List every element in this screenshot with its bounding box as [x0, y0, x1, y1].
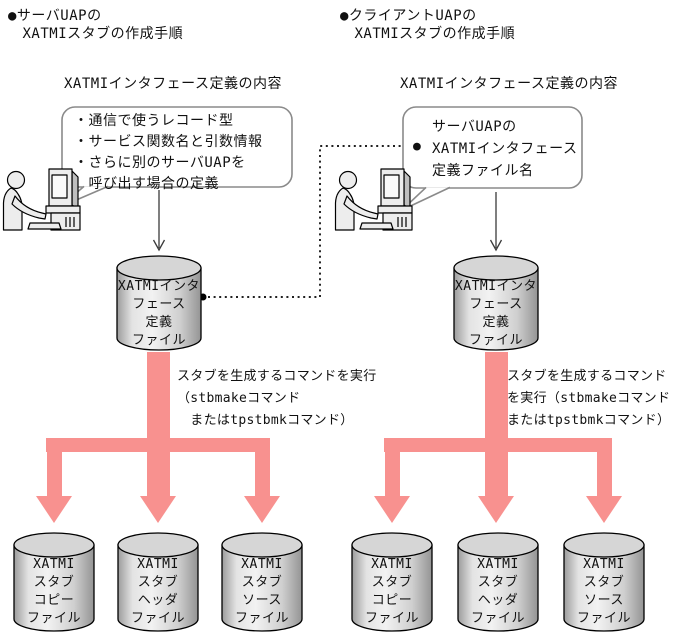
db-stub-header-left	[117, 532, 199, 632]
section-label-right: XATMIインタフェース定義の内容	[400, 76, 618, 92]
procedure-title-client: ●クライアントUAPの XATMIスタブの作成手順	[340, 8, 516, 42]
db-stub-copy-right	[351, 532, 433, 632]
command-label-right: スタブを生成するコマンド を実行（stbmakeコマンド またはtpstbmkコ…	[507, 369, 671, 428]
db-stub-source-left	[221, 532, 303, 632]
definition-note-right: サーバUAPの XATMIインタフェース 定義ファイル名	[432, 119, 578, 179]
definition-note-left: ・通信で使うレコード型 ・サービス関数名と引数情報 ・さらに別のサーバUAPを …	[74, 113, 263, 192]
db-label-stub-source-left: XATMI スタブ ソース ファイル	[234, 557, 289, 626]
db-label-stub-source-right: XATMI スタブ ソース ファイル	[576, 557, 631, 626]
stub-generation-arrows-left	[36, 352, 280, 523]
section-label-left: XATMIインタフェース定義の内容	[64, 76, 282, 92]
stub-generation-arrows-right	[374, 352, 622, 523]
note-bullet-right: ●	[413, 139, 422, 154]
db-stub-header-right	[457, 532, 539, 632]
person-at-computer-icon	[334, 168, 413, 231]
db-label-interface-right: XATMIインタ フェース 定義 ファイル	[454, 279, 538, 348]
procedure-title-server: ●サーバUAPの XATMIスタブの作成手順	[8, 8, 184, 42]
db-stub-source-right	[563, 532, 645, 632]
db-interface-definition-left	[116, 255, 202, 351]
db-label-interface-left: XATMIインタ フェース 定義 ファイル	[117, 279, 201, 348]
db-label-stub-copy-left: XATMI スタブ コピー ファイル	[26, 557, 81, 626]
db-label-stub-header-right: XATMI スタブ ヘッダ ファイル	[470, 557, 525, 626]
db-label-stub-copy-right: XATMI スタブ コピー ファイル	[364, 557, 419, 626]
db-stub-copy-left	[13, 532, 95, 632]
command-label-left: スタブを生成するコマンドを実行 （stbmakeコマンド またはtpstbmkコ…	[177, 369, 377, 428]
db-interface-definition-right	[453, 255, 539, 351]
person-at-computer-icon	[2, 168, 81, 231]
define-flow-arrow-left	[152, 190, 166, 252]
db-label-stub-header-left: XATMI スタブ ヘッダ ファイル	[130, 557, 185, 626]
define-flow-arrow-right	[489, 192, 503, 252]
